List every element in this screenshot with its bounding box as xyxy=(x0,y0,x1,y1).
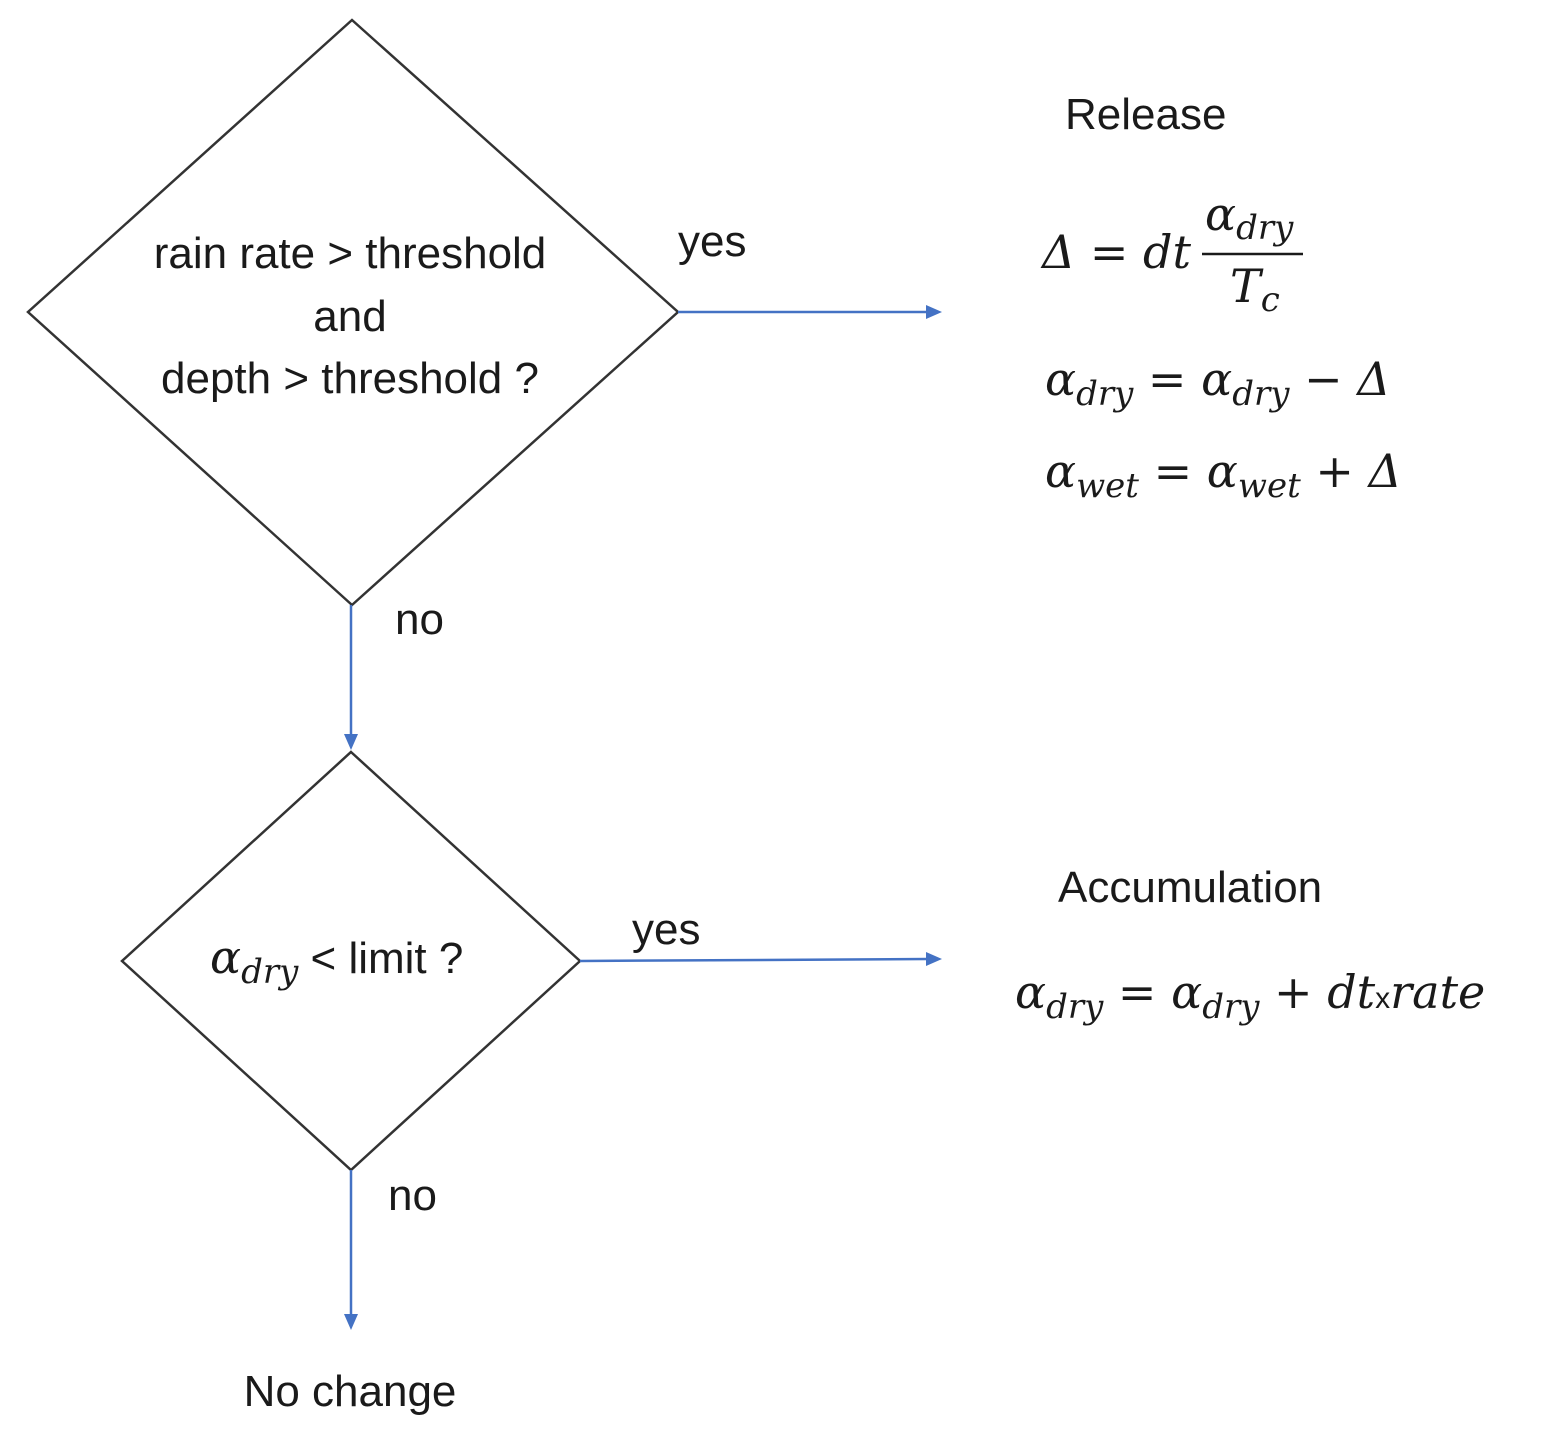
edge-label-no-2: no xyxy=(388,1171,437,1220)
release-eq1-denominator: Tc xyxy=(1230,259,1280,320)
no-arrow-to-decision2-head xyxy=(344,734,358,750)
alpha-subscript: dry xyxy=(241,952,299,992)
release-eq1-numerator: αdry xyxy=(1205,187,1294,248)
accumulation-eq: αdry = αdry + dtxrate xyxy=(1015,965,1485,1027)
accumulation-title: Accumulation xyxy=(1058,863,1322,912)
release-title: Release xyxy=(1065,90,1226,139)
release-eq1-lhs: Δ = dt xyxy=(1040,225,1191,279)
alpha-symbol: α xyxy=(210,930,241,984)
edge-label-yes-1: yes xyxy=(678,217,746,266)
release-eq3: αwet = αwet + Δ xyxy=(1045,444,1402,506)
yes-arrow-accumulation xyxy=(579,957,929,963)
yes-arrow-release-head xyxy=(926,305,942,319)
decision2-label: αdry < limit ? xyxy=(210,930,463,992)
release-eq2: αdry = αdry − Δ xyxy=(1045,352,1390,414)
edge-label-no-1: no xyxy=(395,595,444,644)
decision2-text: < limit ? xyxy=(298,934,463,983)
decision1-line1: rain rate > threshold xyxy=(154,229,547,278)
no-arrow-to-no-change-head xyxy=(344,1314,358,1330)
decision1-line3: depth > threshold ? xyxy=(161,354,539,403)
yes-arrow-accumulation-head xyxy=(926,952,942,966)
decision1-line2: and xyxy=(313,292,386,341)
no-change-label: No change xyxy=(244,1367,457,1416)
edge-label-yes-2: yes xyxy=(632,905,700,954)
